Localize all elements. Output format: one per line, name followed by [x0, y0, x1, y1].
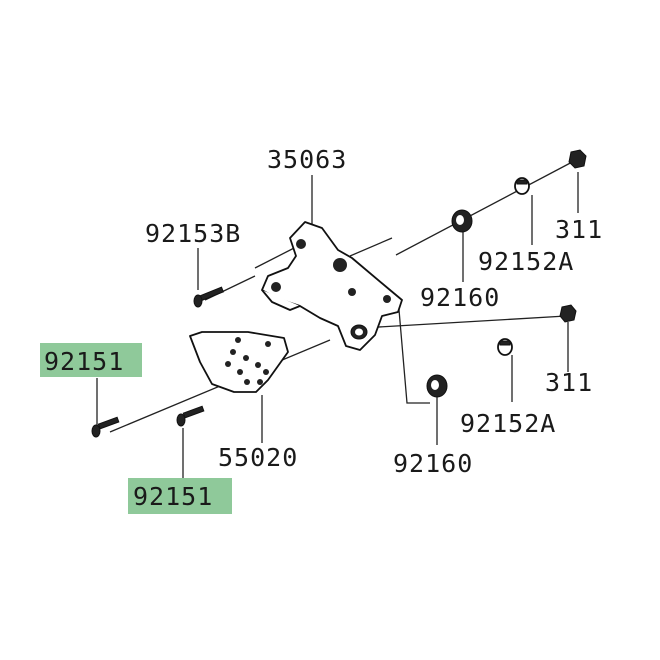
label-35063: 35063: [267, 145, 347, 174]
grommet-92160-bottom-icon: [426, 374, 448, 398]
bolt-92151-bottom-icon: [176, 405, 205, 427]
label-311-bottom: 311: [545, 368, 593, 397]
bolt-92151-left-icon: [91, 416, 120, 438]
highlight-92151-left: [40, 343, 142, 377]
bolt-92153B-icon: [193, 286, 225, 308]
nut-311-bottom-icon: [559, 304, 577, 323]
collar-92152A-bottom-icon: [497, 338, 513, 356]
leader-lines: [96, 159, 579, 478]
grommet-92160-top-icon: [451, 209, 473, 233]
guard-plate-55020-icon: [189, 331, 289, 393]
label-92160-bottom: 92160: [393, 449, 473, 478]
nut-311-top-icon: [568, 149, 587, 169]
label-92152A-bottom: 92152A: [460, 409, 556, 438]
highlight-92151-bottom: [128, 478, 232, 514]
label-92153B: 92153B: [145, 219, 241, 248]
label-92151-bottom: 92151: [133, 482, 213, 511]
collar-92152A-top-icon: [514, 177, 530, 195]
label-92160-top: 92160: [420, 283, 500, 312]
label-92151-left: 92151: [44, 347, 124, 376]
label-55020: 55020: [218, 443, 298, 472]
label-311-top: 311: [555, 215, 603, 244]
label-92152A-top: 92152A: [478, 247, 574, 276]
bracket-35063-icon: [261, 221, 403, 351]
